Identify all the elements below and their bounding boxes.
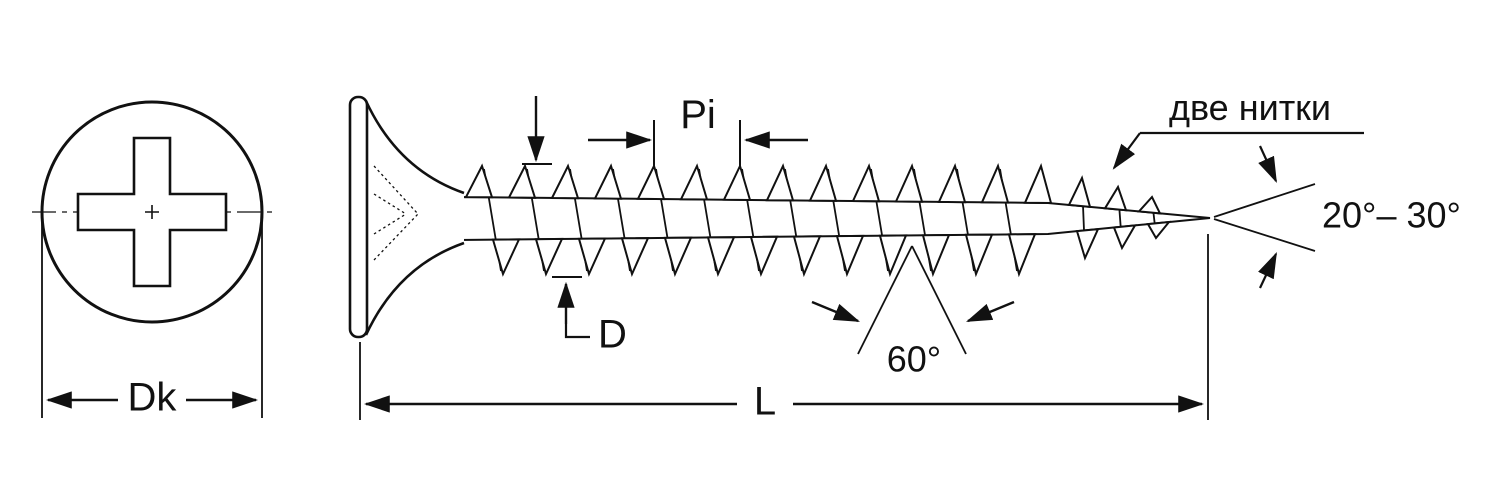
thread-helix-lines [483,168,1157,272]
tip-angle-dimension: 20°– 30° [1213,145,1461,289]
tip-note-arrow [1112,132,1141,170]
tip-angle-arrow-bottom [1258,252,1277,289]
pi-dimension: Pi [588,93,808,168]
head-top-curve [364,100,465,195]
tip-angle-arrow-top [1258,145,1278,183]
head-diameter-label: Dk [128,376,178,420]
dk-dimension: Dk [41,214,263,420]
profile-angle-label: 60° [887,339,941,380]
d-dimension: D [522,96,627,357]
l-dimension: L [359,234,1209,424]
angle-60-lines [857,245,967,355]
front-view [32,100,272,324]
d-leader-line [564,324,590,339]
angle-60-dimension: 60° [811,245,1015,380]
angle-60-arrow-right [966,300,1015,323]
head-outline [40,100,264,324]
head-face [348,95,369,339]
side-view [348,95,1211,339]
tip-note-label: две нитки [1169,87,1331,128]
center-cross-icon [145,205,159,219]
length-label: L [754,380,776,424]
tip-note: две нитки [1112,87,1364,170]
head-fill [366,101,464,335]
thread-teeth [464,162,1172,278]
angle-60-arrow-left [811,300,860,323]
head-bottom-curve [364,241,465,336]
tip-angle-lines [1213,183,1316,252]
diameter-label: D [598,313,627,357]
tip-angle-label: 20°– 30° [1322,195,1461,236]
pitch-label: Pi [680,93,716,137]
